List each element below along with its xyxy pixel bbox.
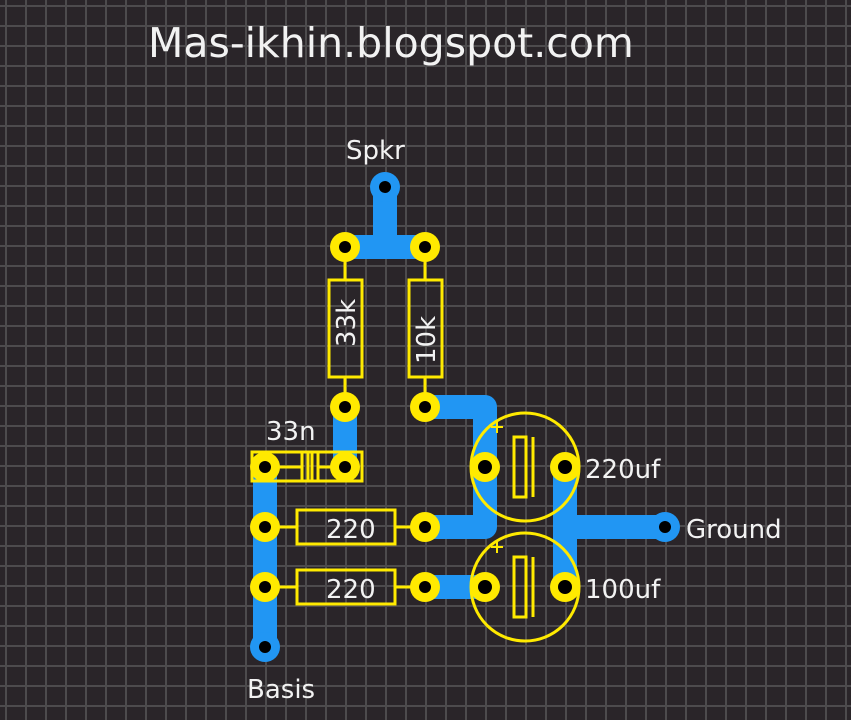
connector-ground-label: Ground [686, 515, 782, 545]
capacitor-100uf-label: 100uf [585, 575, 661, 605]
resistor-220-lower: 220 [265, 568, 425, 606]
connector-spkr: Spkr [346, 136, 405, 202]
connector-ground: Ground [650, 512, 782, 545]
resistor-10k: 10k [407, 247, 444, 407]
pad [470, 452, 500, 482]
pad [250, 452, 280, 482]
page-title: Mas-ikhin.blogspot.com [148, 19, 634, 67]
capacitor-33n-label: 33n [266, 417, 316, 447]
resistor-220-lower-label: 220 [326, 575, 376, 605]
pad [250, 572, 280, 602]
pad [410, 392, 440, 422]
pad [470, 572, 500, 602]
capacitor-220uf-label: 220uf [585, 455, 661, 485]
connector-basis: Basis [247, 632, 315, 705]
pad [410, 232, 440, 262]
connector-spkr-label: Spkr [346, 136, 405, 166]
pad [330, 452, 360, 482]
resistor-220-upper: 220 [265, 508, 425, 546]
pad [330, 232, 360, 262]
pad [410, 572, 440, 602]
polarity-plus-icon [491, 421, 503, 433]
connector-basis-label: Basis [247, 675, 315, 705]
pad [410, 512, 440, 542]
resistor-33k: 33k [327, 247, 364, 407]
polarity-plus-icon [491, 541, 503, 553]
pad [550, 452, 580, 482]
pad [250, 512, 280, 542]
component-pads [250, 232, 580, 602]
resistor-220-upper-label: 220 [326, 515, 376, 545]
trace-ground [553, 467, 665, 587]
resistor-10k-label: 10k [412, 316, 442, 364]
resistor-33k-label: 33k [332, 299, 362, 347]
pad [550, 572, 580, 602]
pad [330, 392, 360, 422]
